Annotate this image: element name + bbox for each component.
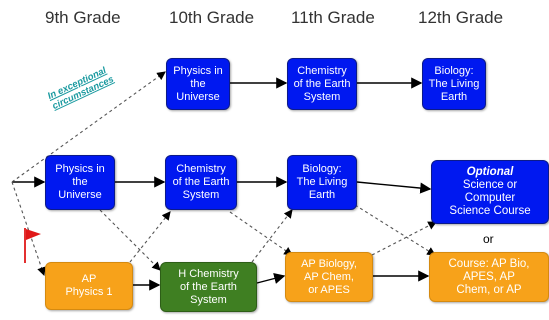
header-12th-grade: 12th Grade (418, 8, 504, 27)
mid-chemistry-box: Chemistry of the Earth System (165, 155, 237, 210)
dashed-ap-physics-to-mid-chem (129, 211, 171, 263)
header-9th-grade: 9th Grade (45, 8, 121, 27)
header-11th-grade: 11th Grade (291, 8, 375, 27)
h-chemistry-box: H Chemistry of the Earth System (160, 262, 257, 312)
dashed-apbio-to-optional (371, 221, 437, 256)
or-label: or (483, 232, 494, 246)
top-physics-box: Physics in the Universe (166, 58, 230, 110)
course-ap-box: Course: AP Bio, APES, AP Chem, or AP (429, 252, 549, 302)
optional-label: Optional (466, 166, 514, 178)
optional-description: Science or Computer Science Course (449, 179, 531, 217)
ap-physics-box: AP Physics 1 (45, 262, 133, 310)
dashed-mid-bio-to-course (354, 204, 436, 256)
dashed-hchem-to-mid-bio (251, 209, 293, 263)
mid-physics-box: Physics in the Universe (45, 155, 115, 210)
top-chemistry-box: Chemistry of the Earth System (287, 58, 357, 110)
mid-biology-box: Biology: The Living Earth (287, 155, 357, 210)
dashed-entry-to-top-physics (11, 71, 166, 183)
dashed-mid-physics-to-hchem (99, 209, 161, 271)
arrow-mid-bio-to-optional (356, 181, 432, 194)
dashed-entry-to-ap-physics (11, 181, 46, 277)
flag-icon (24, 228, 41, 263)
dashed-mid-chem-to-apbio (229, 211, 293, 256)
top-biology-box: Biology: The Living Earth (422, 58, 486, 110)
ap-biology-box: AP Biology, AP Chem, or APES (285, 252, 373, 302)
arrow-hchem-to-apbio (256, 273, 286, 284)
header-10th-grade: 10th Grade (169, 8, 255, 27)
optional-science-box: Optional Science or Computer Science Cou… (431, 160, 549, 224)
